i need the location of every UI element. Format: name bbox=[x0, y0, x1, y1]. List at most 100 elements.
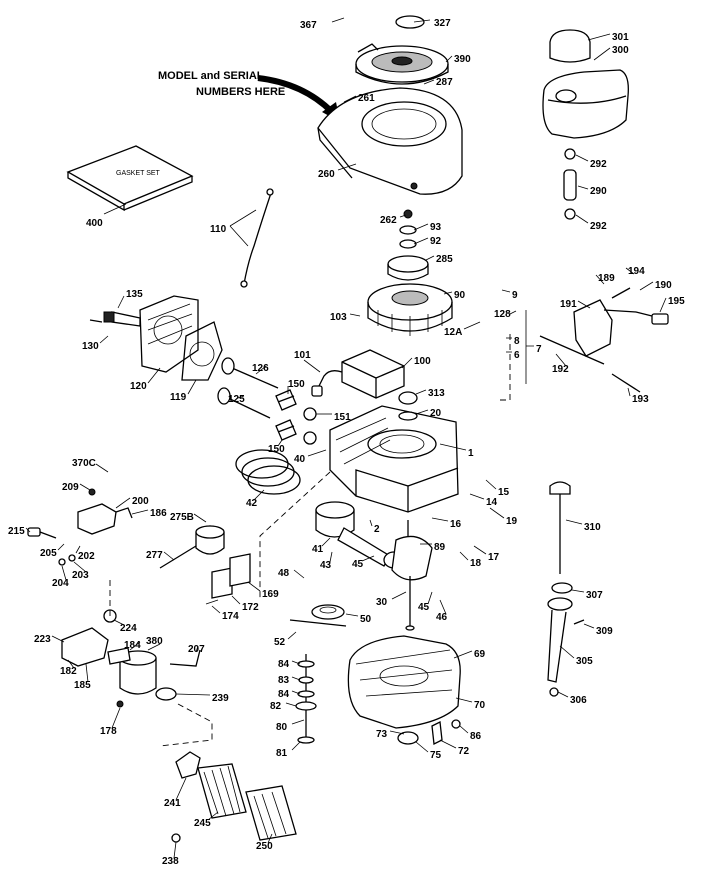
part-label-207: 207 bbox=[188, 644, 205, 655]
part-label-43: 43 bbox=[320, 560, 332, 571]
part-label-178: 178 bbox=[100, 726, 117, 737]
annotation-line-2: NUMBERS HERE bbox=[196, 86, 285, 98]
part-label-204: 204 bbox=[52, 578, 69, 589]
valves-springs bbox=[217, 357, 317, 445]
part-label-93: 93 bbox=[430, 222, 442, 233]
part-label-245: 245 bbox=[194, 818, 211, 829]
part-label-275B: 275B bbox=[170, 512, 194, 523]
part-label-130: 130 bbox=[82, 341, 99, 352]
part-label-2: 2 bbox=[374, 524, 380, 535]
fuel-line bbox=[563, 148, 577, 220]
part-label-82: 82 bbox=[270, 701, 282, 712]
part-label-103: 103 bbox=[330, 312, 347, 323]
carburetor-lower bbox=[61, 609, 201, 708]
air-cleaner bbox=[159, 525, 225, 569]
part-label-290: 290 bbox=[590, 186, 607, 197]
leader-lines bbox=[25, 17, 667, 859]
ignition-module bbox=[311, 349, 405, 399]
dipstick-assembly bbox=[547, 481, 585, 697]
flywheel-assembly bbox=[367, 209, 453, 336]
spark-plug bbox=[89, 311, 141, 327]
part-label-307: 307 bbox=[586, 590, 603, 601]
part-label-209: 209 bbox=[62, 482, 79, 493]
part-label-223: 223 bbox=[34, 634, 51, 645]
part-label-73: 73 bbox=[376, 729, 388, 740]
part-label-192: 192 bbox=[552, 364, 569, 375]
part-label-52: 52 bbox=[274, 637, 286, 648]
breather-washer bbox=[398, 411, 418, 421]
part-label-174: 174 bbox=[222, 611, 239, 622]
part-label-69: 69 bbox=[474, 649, 486, 660]
part-label-169: 169 bbox=[262, 589, 279, 600]
part-label-14: 14 bbox=[486, 497, 498, 508]
cylinder-head bbox=[139, 295, 223, 381]
part-label-42: 42 bbox=[246, 498, 258, 509]
part-label-224: 224 bbox=[120, 623, 137, 634]
part-label-119: 119 bbox=[170, 392, 187, 403]
part-label-194: 194 bbox=[628, 266, 645, 277]
part-label-239: 239 bbox=[212, 693, 229, 704]
air-filter bbox=[171, 751, 297, 843]
part-label-182: 182 bbox=[60, 666, 77, 677]
part-label-203: 203 bbox=[72, 570, 89, 581]
part-label-48: 48 bbox=[278, 568, 290, 579]
part-label-205: 205 bbox=[40, 548, 57, 559]
gasket-set-text: GASKET SET bbox=[116, 170, 161, 177]
annotation-arrow bbox=[257, 75, 335, 115]
piston-rings bbox=[235, 449, 301, 495]
part-label-15: 15 bbox=[498, 487, 510, 498]
part-label-150: 150 bbox=[268, 444, 285, 455]
part-label-100: 100 bbox=[414, 356, 431, 367]
part-label-260: 260 bbox=[318, 169, 335, 180]
part-label-305: 305 bbox=[576, 656, 593, 667]
part-label-262: 262 bbox=[380, 215, 397, 226]
part-label-202: 202 bbox=[78, 551, 95, 562]
part-label-89: 89 bbox=[434, 542, 446, 553]
part-label-7: 7 bbox=[536, 344, 542, 355]
part-label-40: 40 bbox=[294, 454, 306, 465]
part-label-92: 92 bbox=[430, 236, 442, 247]
part-label-306: 306 bbox=[570, 695, 587, 706]
part-label-1: 1 bbox=[468, 448, 474, 459]
part-label-189: 189 bbox=[598, 273, 615, 284]
breather-seal bbox=[398, 391, 418, 405]
part-label-151: 151 bbox=[334, 412, 351, 423]
part-label-292: 292 bbox=[590, 221, 607, 232]
part-label-90: 90 bbox=[454, 290, 466, 301]
part-label-84: 84 bbox=[278, 659, 290, 670]
part-label-400: 400 bbox=[86, 218, 103, 229]
fuel-tank bbox=[542, 29, 629, 139]
part-label-292: 292 bbox=[590, 159, 607, 170]
part-label-6: 6 bbox=[514, 350, 520, 361]
part-label-241: 241 bbox=[164, 798, 181, 809]
part-label-8: 8 bbox=[514, 336, 520, 347]
part-label-301: 301 bbox=[612, 32, 629, 43]
part-label-184: 184 bbox=[124, 640, 141, 651]
part-label-101: 101 bbox=[294, 350, 311, 361]
part-label-309: 309 bbox=[596, 626, 613, 637]
part-label-12A: 12A bbox=[444, 327, 462, 338]
part-label-310: 310 bbox=[584, 522, 601, 533]
annotation-line-1: MODEL and SERIAL bbox=[158, 70, 264, 82]
part-label-193: 193 bbox=[632, 394, 649, 405]
part-label-70: 70 bbox=[474, 700, 486, 711]
part-label-19: 19 bbox=[506, 516, 518, 527]
crankcase-sump bbox=[347, 635, 461, 745]
camshaft-gear bbox=[289, 604, 347, 744]
part-label-16: 16 bbox=[450, 519, 462, 530]
part-label-30: 30 bbox=[376, 597, 388, 608]
part-label-20: 20 bbox=[430, 408, 442, 419]
part-label-277: 277 bbox=[146, 550, 163, 561]
governor-bracket bbox=[539, 287, 669, 393]
part-label-186: 186 bbox=[150, 508, 167, 519]
part-label-128: 128 bbox=[494, 309, 511, 320]
part-label-250: 250 bbox=[256, 841, 273, 852]
part-label-215: 215 bbox=[8, 526, 25, 537]
part-label-86: 86 bbox=[470, 731, 482, 742]
part-label-185: 185 bbox=[74, 680, 91, 691]
part-label-150: 150 bbox=[288, 379, 305, 390]
part-label-327: 327 bbox=[434, 18, 451, 29]
part-label-200: 200 bbox=[132, 496, 149, 507]
part-label-126: 126 bbox=[252, 363, 269, 374]
